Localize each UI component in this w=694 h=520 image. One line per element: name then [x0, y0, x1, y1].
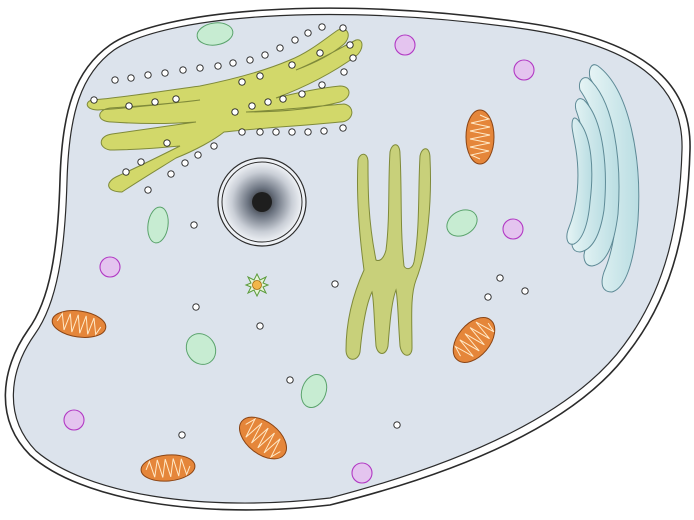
nucleolus — [252, 192, 272, 212]
free-ribosomes — [178, 221, 529, 439]
nucleus — [217, 157, 307, 247]
lysosomes — [63, 34, 535, 484]
mitochondrion — [239, 416, 287, 460]
mitochondrion — [465, 109, 495, 165]
vesicles — [147, 22, 478, 408]
mitochondrion — [452, 317, 496, 363]
mitochondrion — [140, 454, 196, 482]
mitochondria — [51, 109, 496, 482]
mitochondrion — [51, 310, 107, 338]
golgi-apparatus — [566, 64, 640, 293]
ribosomes — [90, 23, 357, 194]
centrosome — [244, 272, 270, 298]
rough-er — [86, 28, 363, 193]
smooth-er — [345, 144, 431, 360]
